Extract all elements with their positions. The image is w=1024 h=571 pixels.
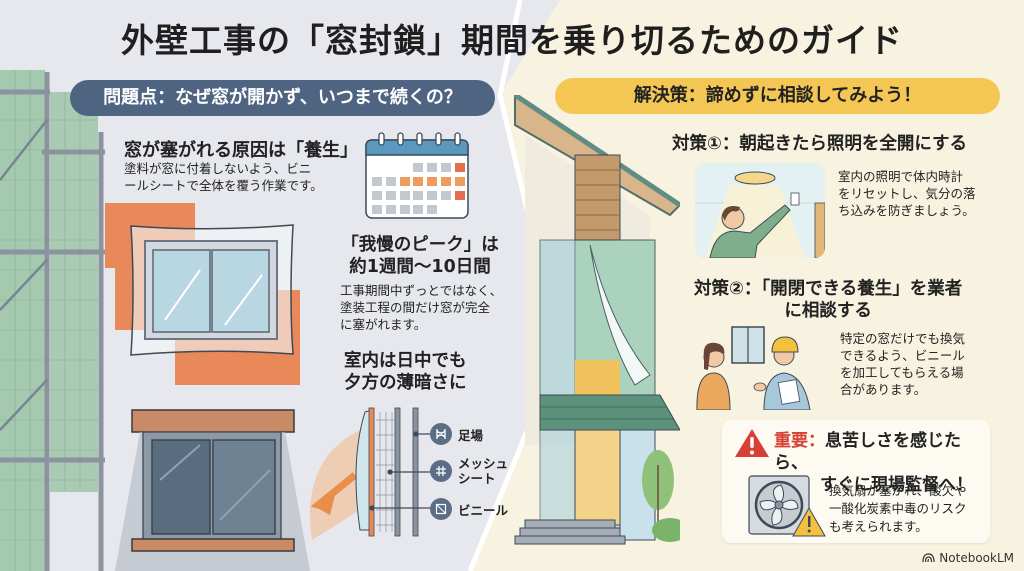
measure2-body-line: できるよう、ビニール — [840, 348, 965, 363]
notebooklm-logo-icon — [922, 553, 935, 563]
measure1-illustration — [695, 163, 825, 258]
legend-label-line: メッシュ — [458, 456, 509, 471]
measure2-body-line: 特定の窓だけでも換気 — [840, 331, 966, 346]
cause-body: 塗料が窓に付着しないよう、ビニ ールシートで全体を覆う作業です。 — [124, 160, 323, 194]
solution-header: 解決策：諦めずに相談してみよう！ — [555, 78, 1000, 114]
warning-heading: 重要：息苦しさを感じたら、 すぐに現場監督へ！ — [774, 430, 990, 496]
measure1-body: 室内の照明で体内時計 をリセットし、気分の落 ち込みを防ぎましょう。 — [838, 168, 976, 219]
dark-heading-line: 室内は日中でも — [344, 351, 467, 371]
peak-body-line: 工事期間中ずっとではなく、 — [340, 283, 503, 298]
peak-body: 工事期間中ずっとではなく、 塗装工程の間だけ窓が完全 に塞がれます。 — [340, 282, 502, 333]
warning-card: 重要：息苦しさを感じたら、 すぐに現場監督へ！ 換気扇が塞がれ、酸欠や 一酸化炭… — [722, 420, 990, 543]
peak-heading-line: 「我慢のピーク」は — [341, 235, 499, 255]
dark-heading: 室内は日中でも 夕方の薄暗さに — [344, 350, 467, 394]
peak-heading-line: 約1週間〜10日間 — [349, 257, 491, 277]
dark-heading-line: 夕方の薄暗さに — [344, 373, 467, 393]
legend-scaffold: 足場 — [430, 423, 483, 445]
measure2-heading-line: に相談する — [784, 301, 872, 321]
cause-heading: 窓が塞がれる原因は「養生」 — [124, 140, 358, 161]
warning-body-line: も考えられます。 — [829, 519, 928, 534]
warning-label: 重要： — [774, 431, 825, 451]
legend-mesh: メッシュシート — [430, 456, 508, 486]
consultation-illustration — [696, 326, 811, 410]
measure1-body-line: ち込みを防ぎましょう。 — [838, 203, 975, 218]
measure2-heading-line: 対策②：「開閉できる養生」を業者 — [694, 279, 963, 299]
measure1-body-line: 室内の照明で体内時計 — [838, 169, 964, 184]
house-illustration — [513, 95, 680, 545]
warning-body-line: 換気扇が塞がれ、酸欠や — [829, 483, 967, 498]
brand-label: NotebookLM — [939, 551, 1014, 565]
cause-body-line: 塗料が窓に付着しないよう、ビニ — [124, 161, 312, 176]
layers-diagram — [310, 407, 440, 540]
measure2-body-line: を加工してもらえる場 — [840, 365, 964, 380]
ventilation-fan-icon — [748, 475, 826, 537]
measure1-heading: 対策①：朝起きたら照明を全開にする — [672, 134, 967, 154]
cause-body-line: ールシートで全体を覆う作業です。 — [124, 178, 323, 193]
measure2-body-line: 合があります。 — [840, 382, 927, 397]
legend-label-line: シート — [458, 471, 496, 486]
scaffolding-illustration — [0, 70, 310, 571]
warning-triangle-icon — [735, 429, 769, 457]
problem-header: 問題点：なぜ窓が開かず、いつまで続くの？ — [70, 80, 495, 116]
legend-label: メッシュシート — [458, 456, 508, 486]
warning-heading-line: 息苦しさを感じたら、 — [774, 431, 961, 473]
page-title: 外壁工事の「窓封鎖」期間を乗り切るためのガイド — [121, 21, 903, 60]
vinyl-icon — [430, 498, 452, 520]
measure2-heading: 対策②：「開閉できる養生」を業者 に相談する — [694, 278, 962, 322]
peak-body-line: 塗装工程の間だけ窓が完全 — [340, 300, 491, 315]
measure1-body-line: をリセットし、気分の落 — [838, 186, 976, 201]
legend-label: ビニール — [458, 502, 509, 518]
person-turning-on-light-icon — [695, 163, 825, 258]
warning-body: 換気扇が塞がれ、酸欠や 一酸化炭素中毒のリスク も考えられます。 — [829, 482, 967, 536]
brand-watermark: NotebookLM — [922, 551, 1014, 565]
peak-body-line: に塞がれます。 — [340, 317, 427, 332]
measure2-body: 特定の窓だけでも換気 できるよう、ビニール を加工してもらえる場 合があります。 — [840, 330, 965, 398]
warning-heading-line: すぐに現場監督へ！ — [820, 475, 973, 495]
warning-body-line: 一酸化炭素中毒のリスク — [829, 501, 967, 516]
legend-label: 足場 — [458, 427, 484, 443]
peak-heading: 「我慢のピーク」は 約1週間〜10日間 — [340, 234, 500, 278]
mesh-icon — [430, 460, 452, 482]
calendar-icon — [365, 132, 469, 219]
scaffold-icon — [430, 423, 452, 445]
legend-vinyl: ビニール — [430, 498, 508, 520]
